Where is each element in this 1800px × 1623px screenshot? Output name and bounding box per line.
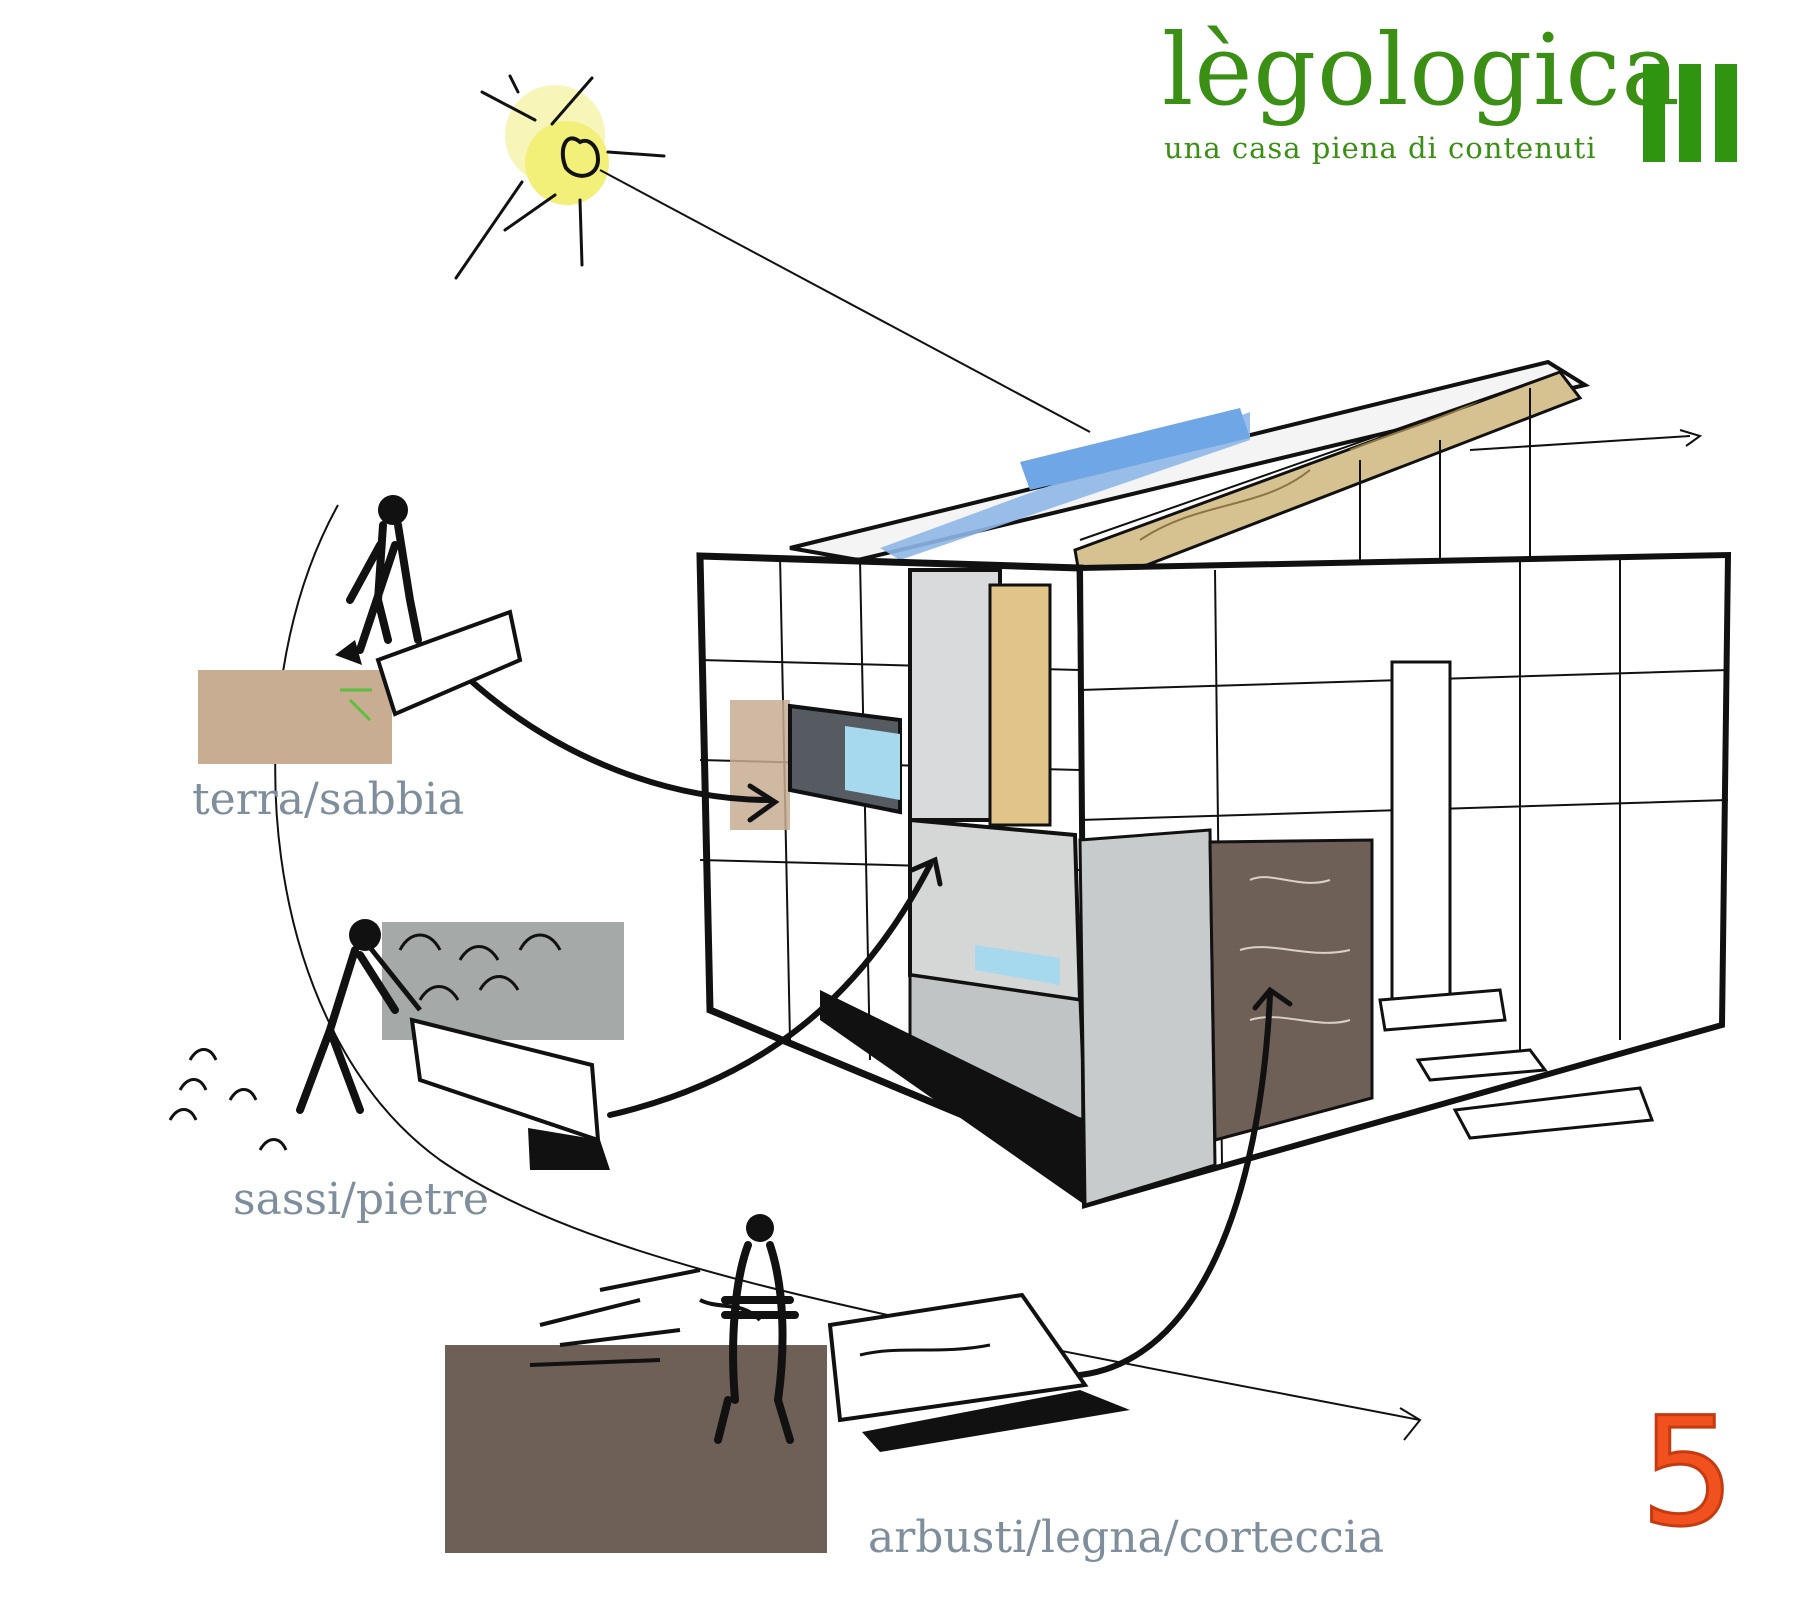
page-number: 5 bbox=[1638, 1386, 1736, 1560]
house-front-facade bbox=[1076, 551, 1732, 1209]
person-carrying-wood-icon bbox=[714, 1214, 799, 1444]
logo-bars-icon bbox=[1643, 64, 1737, 162]
logo-title: lègologica bbox=[1162, 14, 1681, 128]
sassi-swatch bbox=[382, 922, 624, 1040]
label-arbusti-legna-corteccia: arbusti/legna/corteccia bbox=[868, 1512, 1385, 1563]
label-sassi-pietre: sassi/pietre bbox=[233, 1174, 489, 1225]
material-arrows bbox=[467, 677, 1293, 1378]
sun-icon bbox=[454, 74, 1091, 433]
person-digging-stones-icon bbox=[296, 919, 422, 1114]
material-scene-sassi bbox=[168, 919, 624, 1170]
arbusti-swatch bbox=[445, 1345, 827, 1553]
label-terra-sabbia: terra/sabbia bbox=[192, 774, 465, 825]
material-scene-arbusti bbox=[445, 1214, 1130, 1553]
house-left-facade bbox=[696, 552, 1094, 1205]
terra-swatch bbox=[198, 670, 392, 764]
house-roof bbox=[789, 359, 1703, 593]
logo-subtitle: una casa piena di contenuti bbox=[1164, 131, 1597, 165]
material-scene-terra bbox=[198, 495, 523, 764]
person-shoveling-earth-icon bbox=[335, 495, 422, 665]
